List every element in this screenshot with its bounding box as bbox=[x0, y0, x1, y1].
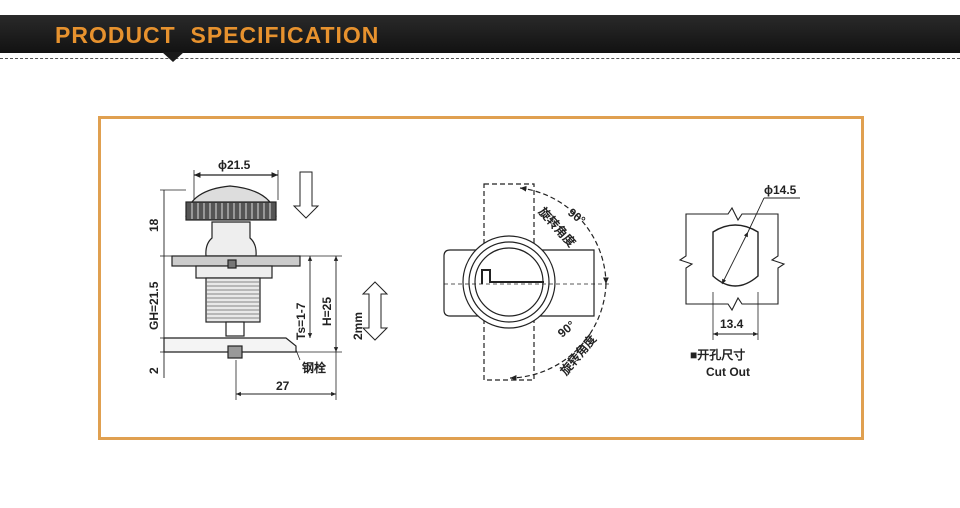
dim-cutout-width: 13.4 bbox=[720, 317, 744, 331]
header-notch bbox=[162, 52, 184, 62]
threaded-body bbox=[205, 277, 261, 323]
rotation-arc-bottom bbox=[509, 283, 607, 381]
label-steel-bolt: 钢栓 bbox=[302, 360, 326, 375]
label-cutout-en: Cut Out bbox=[706, 365, 750, 379]
double-arrow-icon bbox=[361, 281, 389, 341]
dim-2: 2 bbox=[147, 367, 161, 374]
header-divider bbox=[0, 58, 960, 59]
header-bar bbox=[0, 15, 960, 53]
cutout-view bbox=[678, 197, 800, 340]
panel-outline bbox=[678, 206, 786, 312]
side-view bbox=[160, 170, 389, 400]
dim-top-diameter: ϕ21.5 bbox=[218, 158, 251, 172]
rotation-arc-top bbox=[519, 185, 609, 285]
dim-27: 27 bbox=[276, 379, 290, 393]
cutout-shape bbox=[712, 224, 759, 287]
dim-cutout-diameter: ϕ14.5 bbox=[764, 183, 797, 197]
dim-h: H=25 bbox=[320, 297, 334, 326]
knob-knurl bbox=[185, 201, 277, 221]
page-title: PRODUCT SPECIFICATION bbox=[55, 22, 380, 48]
specification-frame bbox=[98, 116, 864, 440]
label-cutout-cn: ■开孔尺寸 bbox=[690, 347, 745, 362]
angle-bottom: 90° bbox=[555, 318, 578, 341]
dim-18: 18 bbox=[147, 218, 161, 232]
dim-ts: Ts=1-7 bbox=[294, 302, 308, 340]
dim-gh: GH=21.5 bbox=[147, 281, 161, 330]
down-arrow-icon bbox=[292, 171, 320, 219]
dim-2mm: 2mm bbox=[351, 312, 365, 340]
front-view bbox=[443, 183, 612, 381]
